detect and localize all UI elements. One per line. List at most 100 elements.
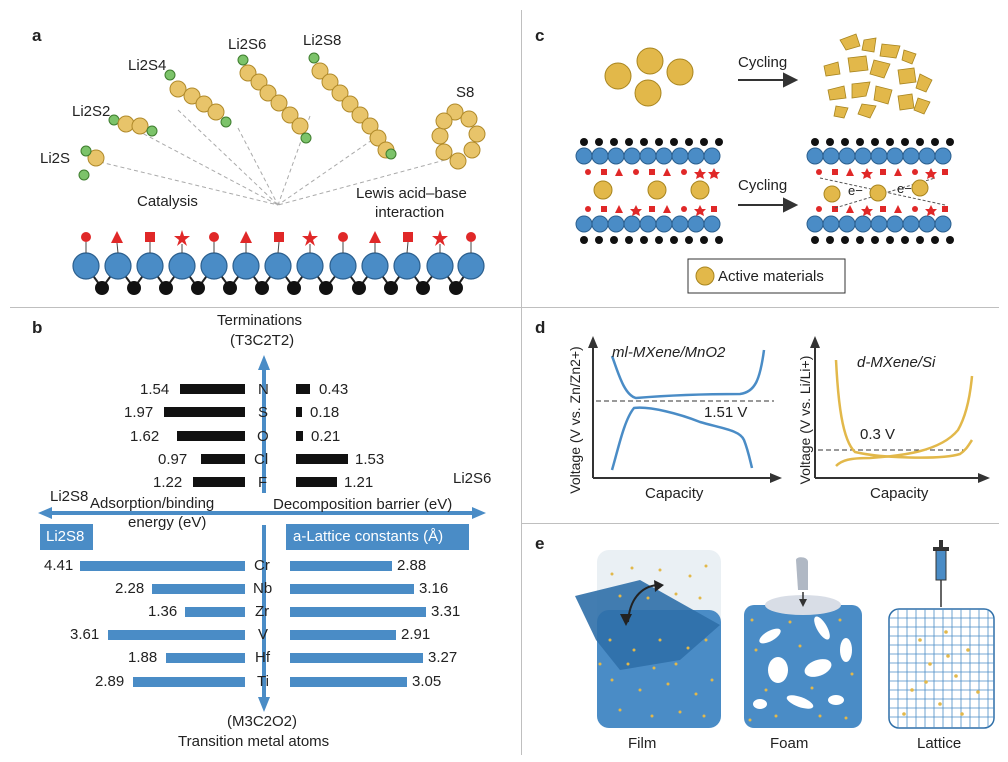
decomposition-value-cl: 1.53 xyxy=(355,451,385,468)
panel-b-figure xyxy=(38,355,486,712)
panel-c-label: c xyxy=(535,26,545,45)
terminations-formula: (T3C2T2) xyxy=(230,332,295,349)
adsorption-value-o: 1.62 xyxy=(130,428,160,445)
lattice-value-v: 2.91 xyxy=(401,626,431,643)
termination-n: N xyxy=(258,381,269,398)
binding-value-cr: 4.41 xyxy=(44,557,74,574)
lattice-illustration xyxy=(888,540,995,729)
metal-zr: Zr xyxy=(255,603,270,620)
surface-black-atoms xyxy=(95,281,463,295)
electron-label-2: e− xyxy=(897,181,912,196)
metal-cr: Cr xyxy=(254,557,270,574)
metal-hf: Hf xyxy=(255,649,270,666)
li2s-label: Li2S xyxy=(40,150,71,167)
cycling-bottom-label: Cycling xyxy=(738,177,788,194)
metal-ti: Ti xyxy=(257,673,269,690)
li2s6-molecule xyxy=(237,54,312,144)
metal-nb: Nb xyxy=(253,580,273,597)
adsorption-bars xyxy=(164,384,245,487)
lattice-box-label: a-Lattice constants (Å) xyxy=(293,528,444,545)
lattice-value-hf: 3.27 xyxy=(428,649,458,666)
left-chart-ylabel: Voltage (V vs. Zn/Zn2+) xyxy=(567,346,583,494)
left-chart-xlabel: Capacity xyxy=(645,485,704,502)
li2s6-label: Li2S6 xyxy=(228,36,267,53)
decomposition-bars xyxy=(296,384,348,487)
adsorption-value-s: 1.97 xyxy=(124,404,154,421)
decomposition-value-n: 0.43 xyxy=(319,381,349,398)
adsorption-value-n: 1.54 xyxy=(140,381,170,398)
right-layer-stack xyxy=(806,138,954,244)
lewis-label-line2: interaction xyxy=(375,204,445,221)
li2s-molecule xyxy=(78,145,105,181)
termination-f: F xyxy=(258,474,268,491)
panel-d-label: d xyxy=(535,318,546,337)
adsorption-label-line2: energy (eV) xyxy=(128,514,207,531)
divider-vertical xyxy=(521,10,522,755)
divider-right-horizontal-2 xyxy=(521,523,999,524)
adsorption-value-f: 1.22 xyxy=(153,474,183,491)
li2s4-label: Li2S4 xyxy=(128,57,167,74)
decomposition-value-o: 0.21 xyxy=(311,428,341,445)
s8-label: S8 xyxy=(456,84,475,101)
left-chart-title: ml-MXene/MnO2 xyxy=(612,344,726,361)
binding-value-ti: 2.89 xyxy=(95,673,125,690)
active-materials-legend: Active materials xyxy=(718,268,824,285)
right-chart-title: d-MXene/Si xyxy=(857,354,936,371)
decomposition-value-s: 0.18 xyxy=(310,404,340,421)
surface-blue-atoms xyxy=(72,252,485,280)
surface-terminations xyxy=(81,230,476,246)
right-chart-xlabel: Capacity xyxy=(870,485,929,502)
lattice-value-ti: 3.05 xyxy=(412,673,442,690)
lattice-value-nb: 3.16 xyxy=(419,580,449,597)
right-chart-value: 0.3 V xyxy=(860,426,896,443)
fragmented-particles xyxy=(823,33,933,119)
panel-b-label: b xyxy=(32,318,43,337)
divider-left-horizontal xyxy=(10,307,521,308)
li2s8-molecule xyxy=(308,52,397,160)
electron-label-1: e− xyxy=(848,183,863,198)
li2s4-molecule xyxy=(164,69,232,128)
decomposition-value-f: 1.21 xyxy=(344,474,374,491)
panel-a-figure xyxy=(72,52,486,295)
li2s8-box-label: Li2S8 xyxy=(46,528,85,545)
right-axis-species: Li2S6 xyxy=(453,470,492,487)
film-illustration xyxy=(575,550,721,728)
terminations-title: Terminations xyxy=(217,312,303,329)
left-layer-stack xyxy=(575,138,723,244)
li2s2-label: Li2S2 xyxy=(72,103,111,120)
lewis-label-line1: Lewis acid–base xyxy=(356,185,467,202)
left-axis-species: Li2S8 xyxy=(50,488,89,505)
li2s2-molecule xyxy=(108,114,158,137)
termination-o: O xyxy=(257,428,269,445)
divider-right-horizontal-1 xyxy=(521,307,999,308)
binding-bars xyxy=(80,561,245,687)
catalysis-label: Catalysis xyxy=(137,193,198,210)
transition-formula: (M3C2O2) xyxy=(227,713,298,730)
panel-e-figure xyxy=(575,540,995,729)
panel-e-label: e xyxy=(535,534,545,553)
binding-value-hf: 1.88 xyxy=(128,649,158,666)
foam-illustration xyxy=(744,557,862,728)
binding-value-nb: 2.28 xyxy=(115,580,145,597)
cycling-top-label: Cycling xyxy=(738,54,788,71)
foam-label: Foam xyxy=(770,735,809,752)
lattice-bars xyxy=(290,561,426,687)
termination-s: S xyxy=(258,404,269,421)
termination-cl: Cl xyxy=(254,451,269,468)
panel-d-figure xyxy=(588,336,990,483)
right-chart-ylabel: Voltage (V vs. Li/Li+) xyxy=(797,355,813,485)
li2s8-label: Li2S8 xyxy=(303,32,342,49)
binding-value-zr: 1.36 xyxy=(148,603,178,620)
lattice-value-cr: 2.88 xyxy=(397,557,427,574)
panel-c-figure xyxy=(575,33,954,294)
binding-value-v: 3.61 xyxy=(70,626,100,643)
termination-bonds xyxy=(85,241,472,254)
interaction-dashed-lines xyxy=(99,109,446,206)
metal-v: V xyxy=(258,626,269,643)
transition-title: Transition metal atoms xyxy=(178,733,330,750)
panel-a-label: a xyxy=(32,26,42,45)
s8-ring-molecule xyxy=(431,103,486,170)
lattice-value-zr: 3.31 xyxy=(431,603,461,620)
lattice-label: Lattice xyxy=(917,735,962,752)
film-label: Film xyxy=(628,735,657,752)
